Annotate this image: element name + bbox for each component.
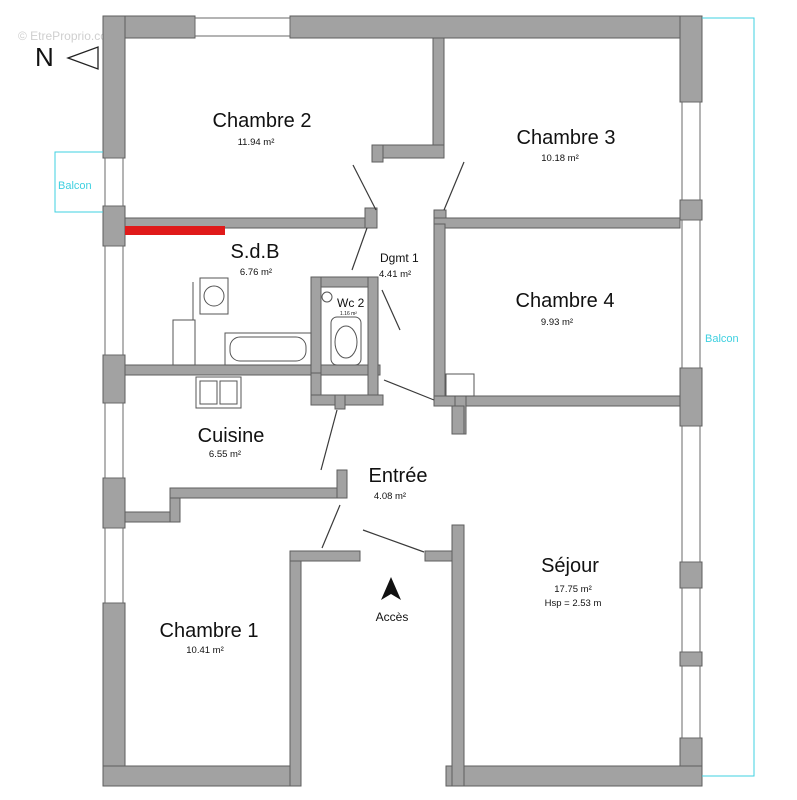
doors bbox=[320, 161, 465, 553]
room-dgmt: Dgmt 1 4.41 m² bbox=[379, 251, 419, 280]
room-sdb: S.d.B 6.76 m² bbox=[231, 241, 280, 278]
room-area: 10.18 m² bbox=[541, 153, 579, 164]
room-area: 4.08 m² bbox=[374, 491, 406, 502]
balcony-label-right: Balcon bbox=[705, 333, 739, 345]
room-name: Chambre 3 bbox=[517, 127, 616, 149]
room-chambre-3: Chambre 3 10.18 m² bbox=[517, 127, 616, 164]
room-chambre-2: Chambre 2 11.94 m² bbox=[213, 110, 312, 148]
balcony-right: Balcon bbox=[702, 17, 755, 777]
entrance-access: Accès bbox=[376, 577, 409, 624]
room-name: Chambre 2 bbox=[213, 110, 312, 132]
ceiling-height: Hsp = 2.53 m bbox=[545, 598, 602, 609]
access-label: Accès bbox=[376, 610, 409, 624]
balcony-left: Balcon bbox=[54, 151, 103, 213]
balcony-label-left: Balcon bbox=[58, 180, 92, 192]
wc-tap-icon bbox=[321, 291, 333, 303]
watermark: © EtreProprio.com bbox=[18, 29, 117, 43]
fixtures bbox=[172, 277, 475, 409]
room-area: 10.41 m² bbox=[186, 645, 224, 656]
room-name: Chambre 1 bbox=[160, 620, 259, 642]
room-name: Cuisine bbox=[198, 425, 265, 447]
north-compass: N bbox=[35, 42, 99, 72]
room-name: S.d.B bbox=[231, 241, 280, 263]
room-area: 17.75 m² bbox=[554, 584, 592, 595]
room-area: 4.41 m² bbox=[379, 269, 411, 280]
cabinet-icon bbox=[172, 319, 196, 366]
room-name: Wc 2 bbox=[337, 296, 365, 310]
room-sejour: Séjour 17.75 m² Hsp = 2.53 m bbox=[541, 555, 601, 609]
room-area: 11.94 m² bbox=[238, 137, 275, 148]
interior-walls bbox=[124, 37, 681, 787]
room-chambre-4: Chambre 4 9.93 m² bbox=[516, 290, 615, 328]
room-chambre-1: Chambre 1 10.41 m² bbox=[160, 620, 259, 656]
highlighted-wall bbox=[125, 226, 225, 235]
cupboard-icon bbox=[445, 373, 475, 397]
access-arrow-icon bbox=[381, 577, 401, 600]
room-name: Entrée bbox=[369, 465, 428, 487]
room-area: 1.16 m² bbox=[340, 311, 357, 317]
room-area: 6.76 m² bbox=[240, 267, 272, 278]
room-wc: Wc 2 1.16 m² bbox=[337, 296, 365, 317]
room-name: Dgmt 1 bbox=[380, 251, 419, 265]
room-entree: Entrée 4.08 m² bbox=[369, 465, 428, 502]
room-cuisine: Cuisine 6.55 m² bbox=[198, 425, 265, 460]
north-label: N bbox=[35, 42, 54, 72]
north-arrow-icon bbox=[66, 46, 99, 70]
room-name: Séjour bbox=[541, 555, 599, 577]
room-area: 6.55 m² bbox=[209, 449, 241, 460]
outer-walls bbox=[102, 15, 703, 787]
room-name: Chambre 4 bbox=[516, 290, 615, 312]
room-area: 9.93 m² bbox=[541, 317, 573, 328]
